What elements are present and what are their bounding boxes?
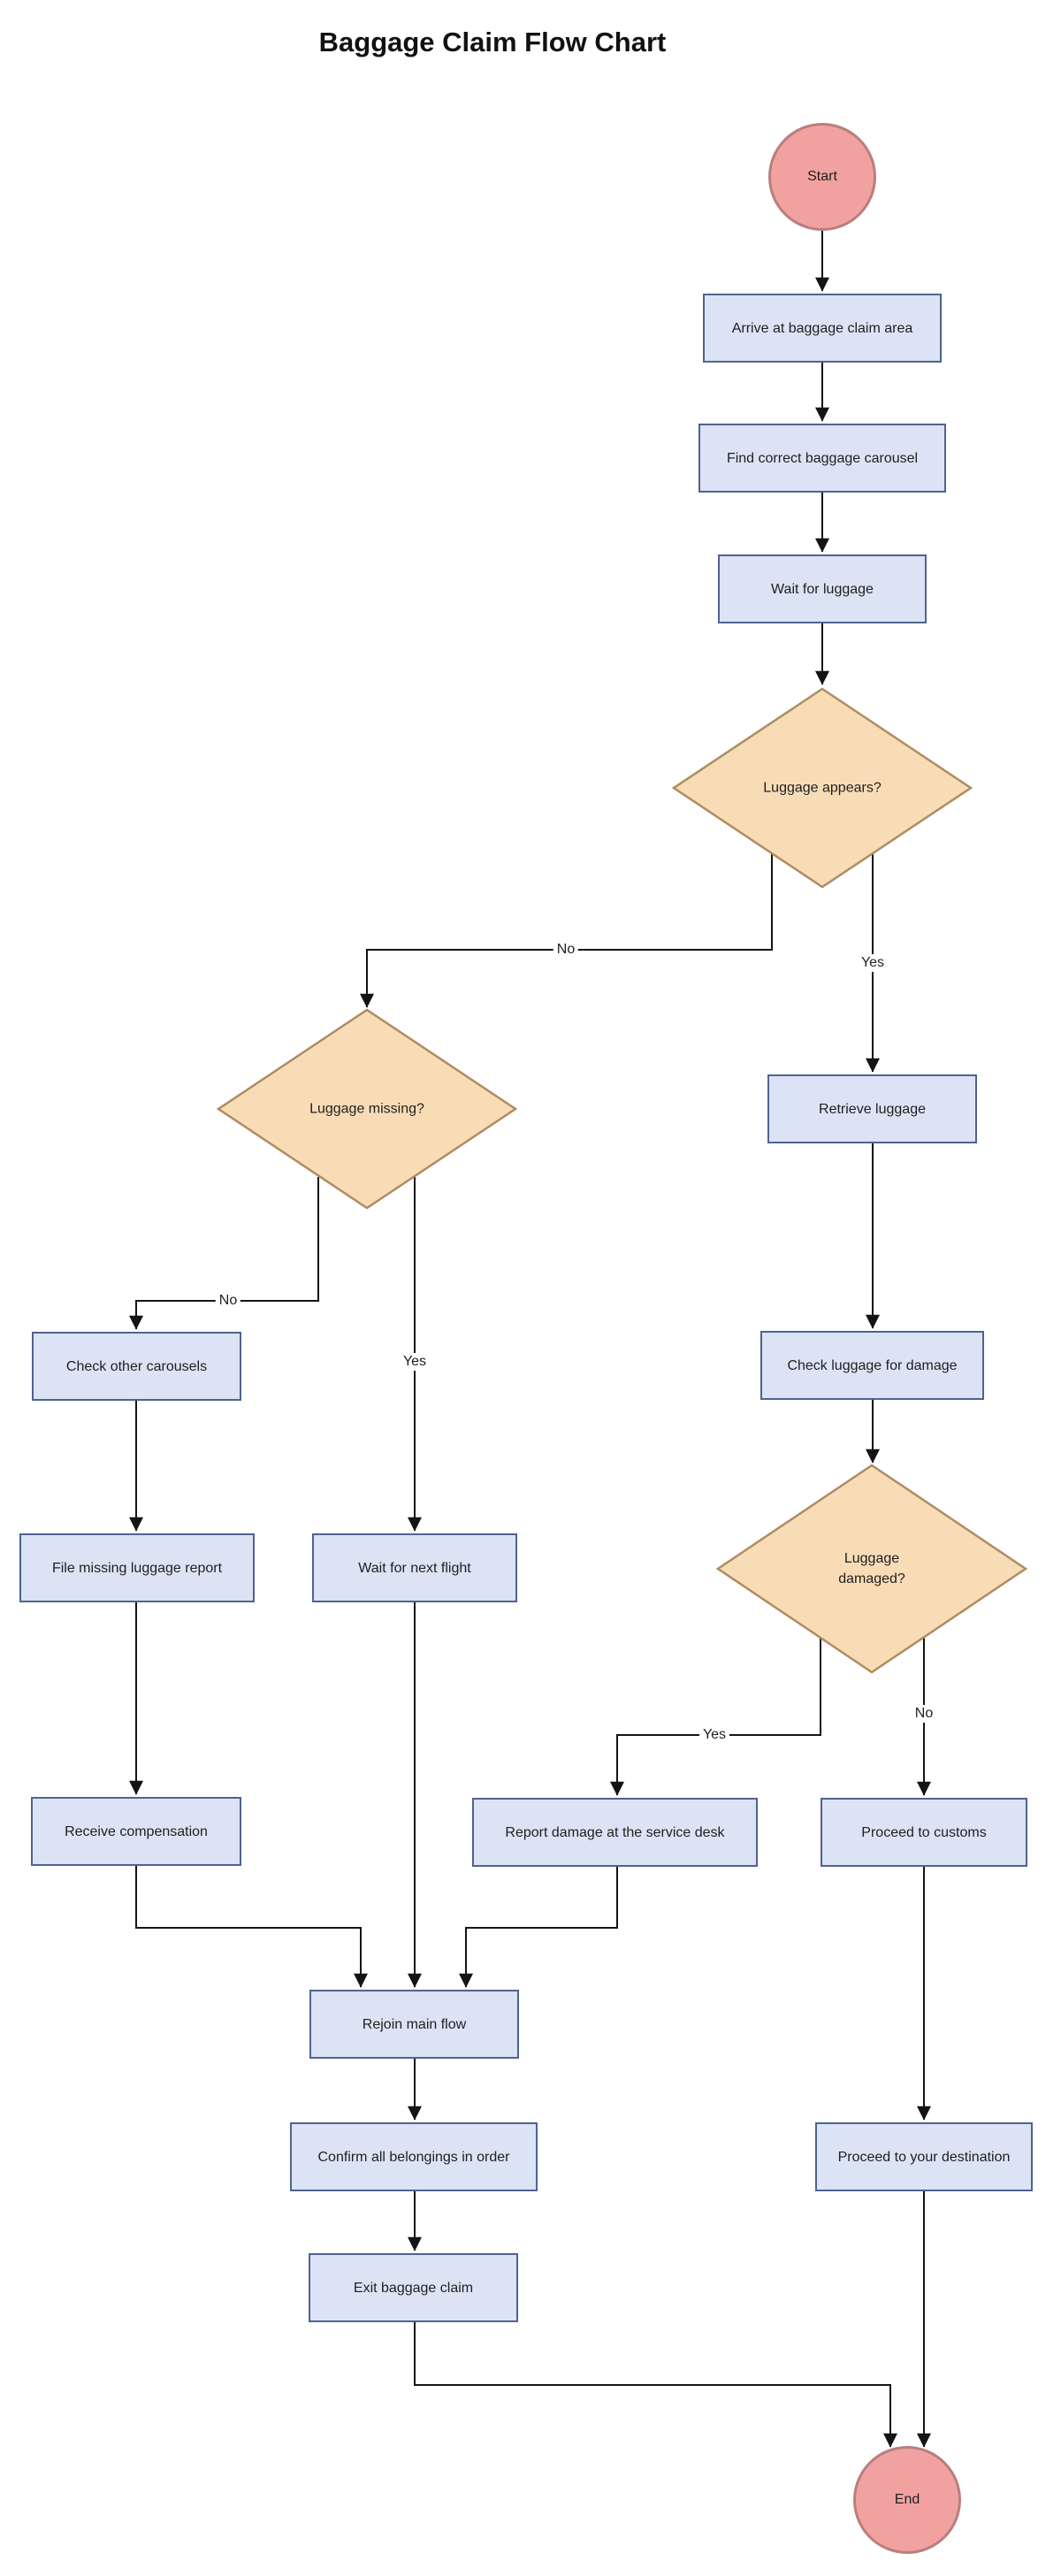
edge-appears-no	[360, 852, 773, 1008]
node-file-missing-report: File missing luggage report	[19, 1533, 255, 1602]
node-receive-compensation: Receive compensation	[31, 1797, 241, 1866]
edge-label-appears-yes: Yes	[857, 954, 889, 972]
node-check-luggage-damage: Check luggage for damage	[760, 1331, 984, 1400]
node-label: Find correct baggage carousel	[726, 450, 919, 466]
node-label: Proceed to your destination	[837, 2149, 1011, 2165]
node-check-other-carousels: Check other carousels	[32, 1332, 241, 1401]
luggage-damaged-diamond	[715, 1464, 1028, 1674]
edge-exit-end	[414, 2322, 897, 2448]
node-label: Arrive at baggage claim area	[731, 320, 913, 336]
start-label: Start	[807, 169, 837, 184]
node-label: Report damage at the service desk	[505, 1824, 725, 1840]
node-label: Exit baggage claim	[353, 2280, 474, 2296]
end-label: End	[894, 2492, 920, 2507]
node-label: Retrieve luggage	[819, 1101, 926, 1117]
node-label: Confirm all belongings in order	[317, 2149, 510, 2165]
edge-report-rejoin	[459, 1867, 618, 1988]
node-label: Proceed to customs	[861, 1824, 987, 1840]
node-wait-for-luggage: Wait for luggage	[718, 554, 927, 623]
edge-label-missing-no: No	[215, 1292, 241, 1310]
node-find-carousel: Find correct baggage carousel	[698, 424, 946, 493]
node-arrive-baggage-claim: Arrive at baggage claim area	[703, 294, 942, 363]
node-label: Wait for luggage	[771, 581, 874, 597]
end-terminal: End	[853, 2446, 961, 2554]
node-wait-next-flight: Wait for next flight	[312, 1533, 517, 1602]
node-label: Check other carousels	[65, 1358, 208, 1374]
node-exit-baggage-claim: Exit baggage claim	[309, 2253, 518, 2322]
node-label: Receive compensation	[65, 1823, 208, 1839]
start-terminal: Start	[768, 123, 876, 231]
page-title: Baggage Claim Flow Chart	[318, 27, 667, 57]
edge-label-appears-no: No	[553, 941, 579, 959]
edge-receive-rejoin	[135, 1866, 368, 1988]
edge-label-missing-yes: Yes	[399, 1353, 431, 1371]
node-report-damage: Report damage at the service desk	[472, 1798, 758, 1867]
luggage-damaged-label: Luggage damaged?	[838, 1551, 905, 1586]
node-proceed-customs: Proceed to customs	[821, 1798, 1027, 1867]
node-confirm-belongings: Confirm all belongings in order	[290, 2122, 538, 2191]
node-label: File missing luggage report	[51, 1560, 223, 1576]
edge-damaged-yes	[610, 1638, 821, 1796]
node-proceed-destination: Proceed to your destination	[815, 2122, 1033, 2191]
luggage-missing-diamond	[216, 1008, 518, 1210]
node-label: Rejoin main flow	[362, 2016, 467, 2032]
node-rejoin-main-flow: Rejoin main flow	[309, 1990, 519, 2059]
luggage-appears-diamond	[671, 687, 973, 889]
node-label: Check luggage for damage	[787, 1357, 958, 1373]
luggage-missing-label: Luggage missing?	[309, 1101, 424, 1117]
edge-label-damaged-no: No	[911, 1705, 937, 1723]
node-retrieve-luggage: Retrieve luggage	[767, 1074, 977, 1143]
node-label: Wait for next flight	[358, 1560, 471, 1576]
edge-label-damaged-yes: Yes	[698, 1726, 730, 1744]
luggage-appears-label: Luggage appears?	[763, 780, 882, 796]
